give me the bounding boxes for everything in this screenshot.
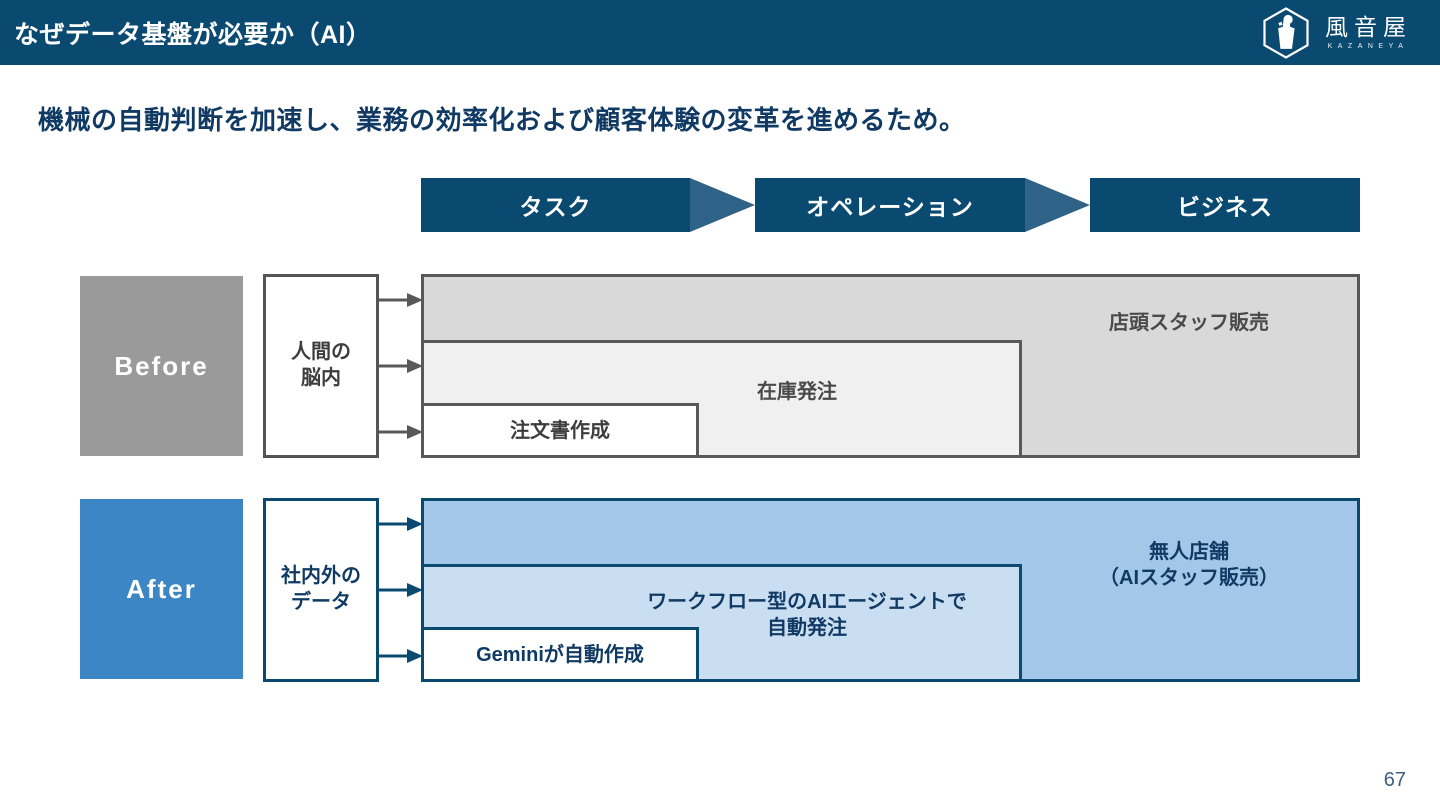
banner-segment-task: タスク: [421, 178, 690, 232]
banner-segment-business: ビジネス: [1090, 178, 1360, 232]
banner-segment-operation: オペレーション: [755, 178, 1025, 232]
process-block-before-outer-label: 店頭スタッフ販売: [1109, 312, 1269, 334]
source-box-before: 人間の 脳内: [263, 274, 379, 458]
page-number: 67: [1383, 769, 1406, 791]
row-label-before: Before: [80, 276, 243, 456]
source-box-after: 社内外の データ: [263, 498, 379, 682]
brand-name-en: KAZANEYA: [1327, 42, 1409, 50]
process-block-before-mid-label: 在庫発注: [757, 381, 837, 403]
header-bar: [0, 0, 1440, 65]
process-stack-before: 店頭スタッフ販売 在庫発注 注文書作成: [421, 274, 1360, 458]
banner-arrow-2-icon: [1025, 178, 1090, 232]
brand-name-jp: 風音屋: [1325, 13, 1412, 40]
brand-logo: 風音屋 KAZANEYA: [1263, 0, 1412, 65]
process-block-after-outer-label: 無人店舗 （AIスタッフ販売）: [1099, 541, 1279, 589]
row-label-after: After: [80, 499, 243, 679]
page-title: なぜデータ基盤が必要か（AI）: [14, 20, 372, 49]
connector-arrows-after: [379, 498, 423, 682]
connector-arrows-before: [379, 274, 423, 458]
subtitle: 機械の自動判断を加速し、業務の効率化および顧客体験の変革を進めるため。: [38, 105, 966, 135]
banner-arrow-1-icon: [690, 178, 755, 232]
stage-banner: タスク オペレーション ビジネス: [421, 178, 1360, 232]
process-block-after-inner-label: Geminiが自動作成: [476, 643, 644, 666]
process-block-after-mid-label: ワークフロー型のAIエージェントで 自動発注: [647, 591, 967, 639]
process-stack-after: 無人店舗 （AIスタッフ販売） ワークフロー型のAIエージェントで 自動発注 G…: [421, 498, 1360, 682]
process-block-before-inner: 注文書作成: [421, 403, 699, 458]
process-block-before-inner-label: 注文書作成: [510, 419, 610, 442]
process-block-after-inner: Geminiが自動作成: [421, 627, 699, 682]
brand-logo-text: 風音屋 KAZANEYA: [1319, 13, 1412, 50]
kazaneya-hex-logo-icon: [1263, 6, 1309, 59]
